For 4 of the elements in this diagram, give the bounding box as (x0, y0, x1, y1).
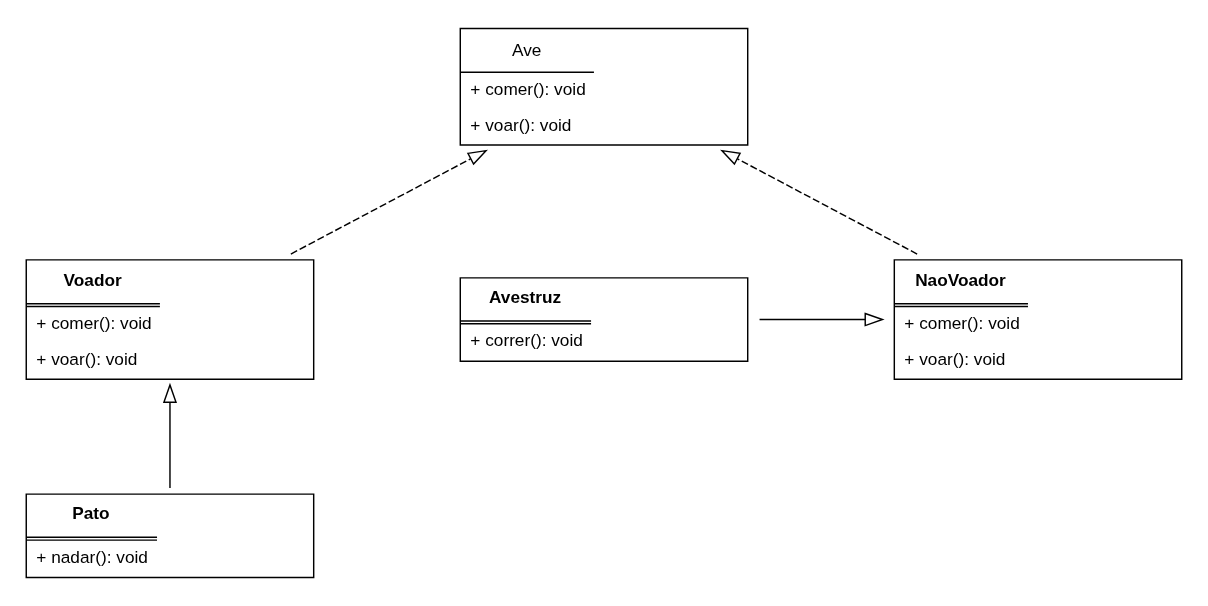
arrow (162, 382, 178, 489)
arrow (758, 312, 885, 327)
arrow (720, 149, 918, 255)
arrow (290, 149, 488, 255)
